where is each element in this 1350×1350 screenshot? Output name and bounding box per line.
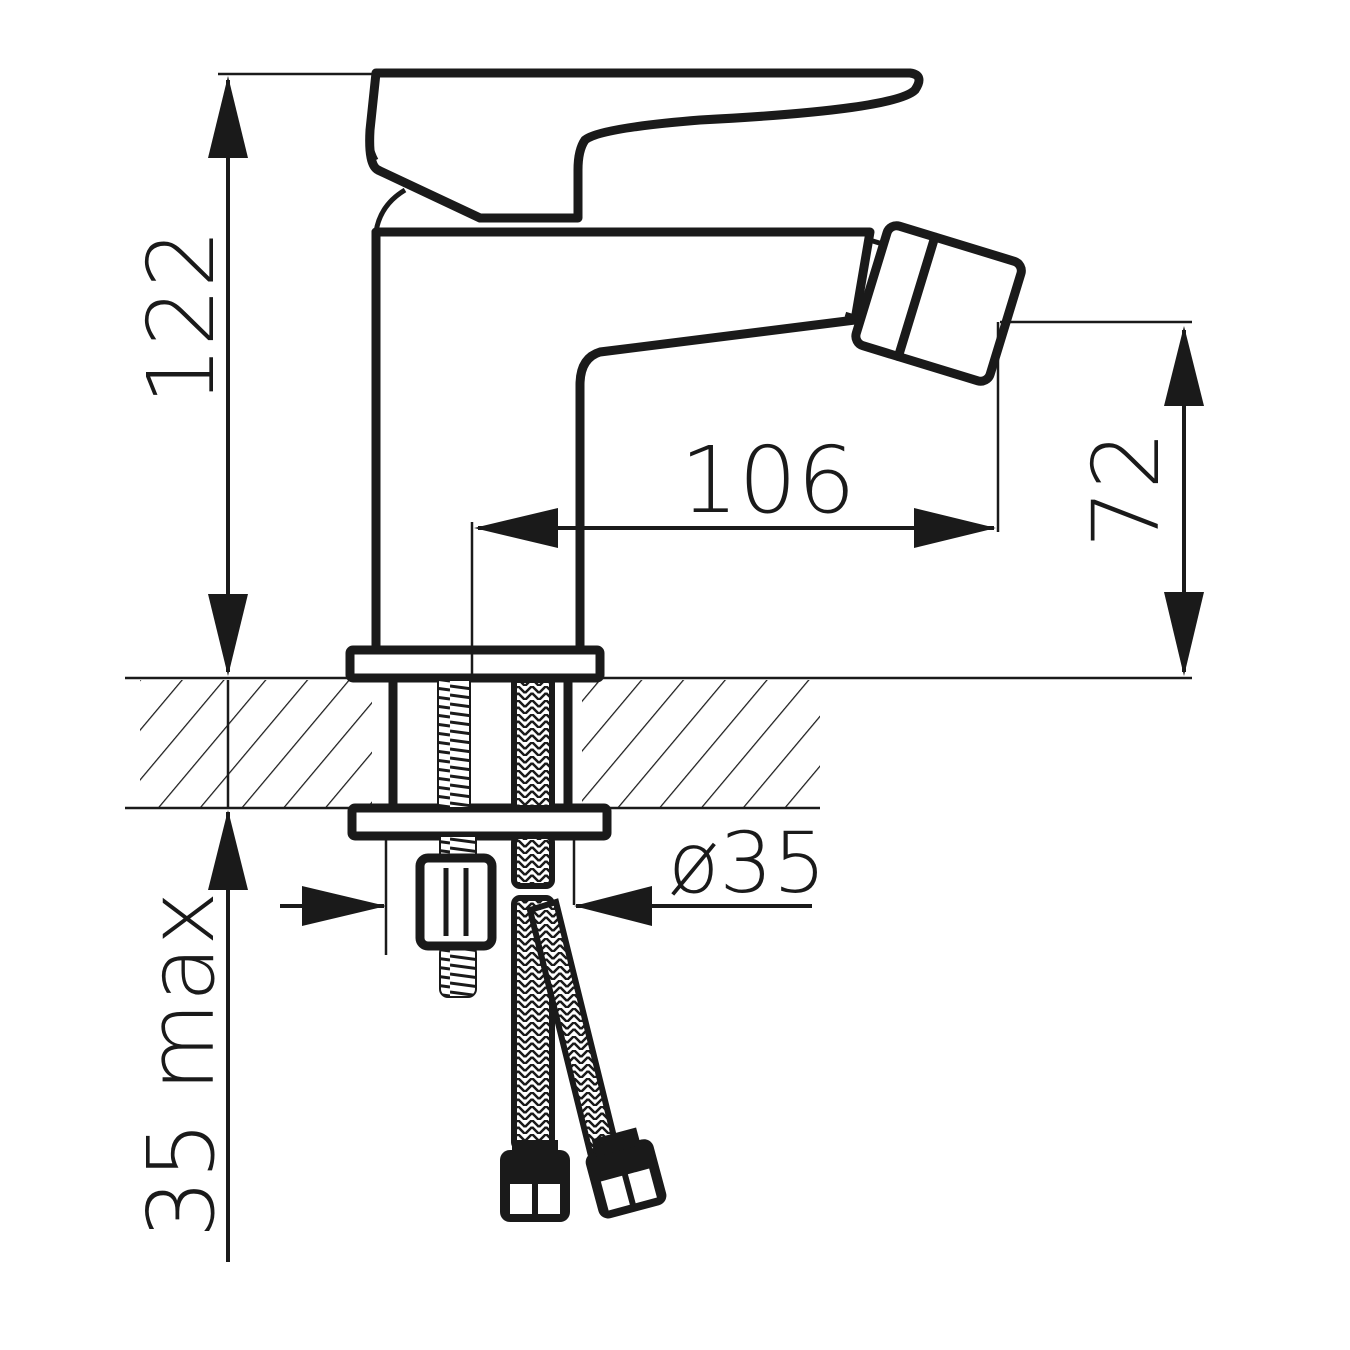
- dimension-label-106: 106: [680, 427, 856, 534]
- base-flange: [345, 645, 605, 683]
- arrow-left-icon: [474, 508, 558, 548]
- countertop-section: [125, 676, 1192, 810]
- dimension-hole-diameter: ø35: [280, 814, 826, 955]
- arrow-up-icon: [208, 76, 248, 158]
- dimension-label-35-max: 35 max: [128, 891, 235, 1238]
- lever-handle: [365, 68, 924, 223]
- mounting-nut: [415, 853, 497, 951]
- arrow-down-icon: [1164, 592, 1204, 676]
- arrow-right-icon: [914, 508, 996, 548]
- dimension-max-thickness: 35 max: [128, 680, 248, 1262]
- arrow-up-icon: [1164, 326, 1204, 406]
- arrow-down-icon: [208, 594, 248, 676]
- dimension-label-72: 72: [1073, 431, 1180, 548]
- dimension-label-122: 122: [128, 229, 235, 405]
- aerator-nozzle: [844, 221, 1026, 386]
- dimension-spout-reach: 106: [470, 322, 1000, 680]
- dimension-outlet-height: 72: [1000, 320, 1204, 676]
- mounting-plate: [347, 803, 612, 841]
- arrow-left-icon: [574, 886, 652, 926]
- spout: [371, 227, 875, 655]
- dimension-total-height: 122: [128, 72, 376, 676]
- arrow-up-icon: [208, 810, 248, 890]
- arrow-right-icon: [302, 886, 386, 926]
- faucet-body: [345, 68, 1026, 1222]
- supply-hoses: [500, 677, 667, 1222]
- threaded-stud: [437, 679, 471, 809]
- dimension-label-diameter-35: ø35: [668, 814, 826, 912]
